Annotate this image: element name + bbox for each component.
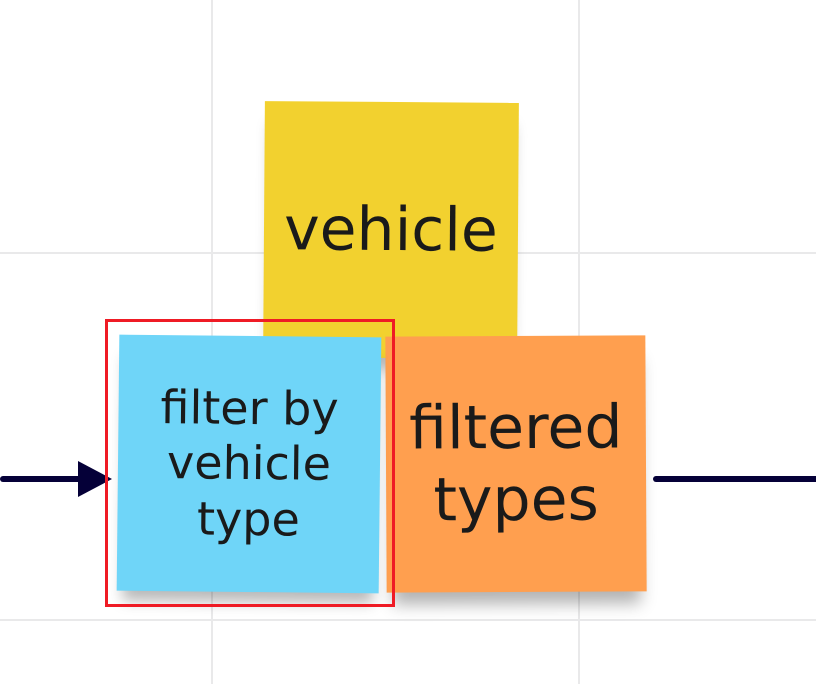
incoming-connector[interactable] bbox=[0, 476, 84, 482]
sticky-note-text: vehicle bbox=[283, 194, 499, 266]
grid-line bbox=[0, 619, 816, 621]
sticky-note-filtered-types[interactable]: filtered types bbox=[385, 335, 647, 593]
sticky-note-text: filtered types bbox=[408, 392, 623, 536]
selection-outline[interactable] bbox=[105, 319, 395, 607]
outgoing-connector[interactable] bbox=[653, 476, 816, 482]
